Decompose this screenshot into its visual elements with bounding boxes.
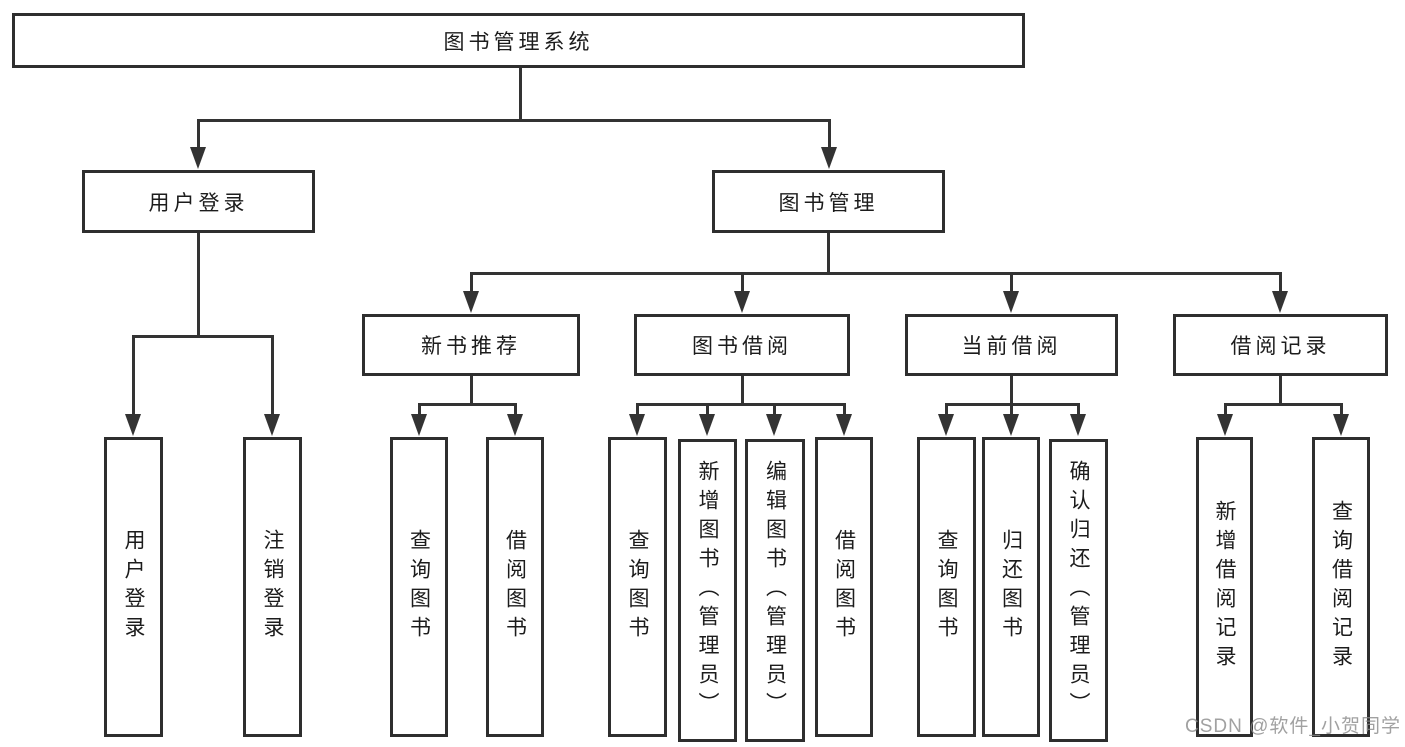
connector-line [842,404,846,416]
leaf-add-books-admin: 新增图书（管理员） [678,439,737,742]
leaf-search-books-current: 查询图书 [917,437,976,737]
connector-line [518,68,522,121]
leaf-borrow-books-recommend: 借阅图书 [486,437,544,737]
connector-arrowhead [463,291,479,313]
leaf-search-books-borrowing: 查询图书 [608,437,667,737]
leaf-add-borrow-record: 新增借阅记录 [1196,437,1253,737]
leaf-user-login: 用户登录 [104,437,163,737]
connector-line [944,404,948,416]
connector-line [1009,376,1013,406]
connector-arrowhead [766,414,782,436]
connector-arrowhead [125,414,141,436]
connector-arrowhead [190,147,206,169]
connector-arrowhead [699,414,715,436]
connector-arrowhead [1003,414,1019,436]
connector-line [827,120,831,149]
node-user-login: 用户登录 [82,170,315,233]
connector-line [131,336,135,416]
connector-arrowhead [1217,414,1233,436]
connector-arrowhead [938,414,954,436]
connector-line [1339,404,1343,416]
leaf-edit-books-admin: 编辑图书（管理员） [745,439,805,742]
connector-line [635,402,846,406]
node-library-management-system: 图书管理系统 [12,13,1025,68]
connector-line [131,334,274,338]
connector-line [196,233,200,337]
connector-arrowhead [629,414,645,436]
connector-line [417,404,421,416]
connector-line [635,404,639,416]
connector-line [740,273,744,293]
node-borrowing-records: 借阅记录 [1173,314,1388,376]
leaf-search-borrow-record: 查询借阅记录 [1312,437,1370,737]
connector-line [772,404,776,416]
connector-arrowhead [507,414,523,436]
connector-line [1278,273,1282,293]
leaf-search-books-recommend: 查询图书 [390,437,448,737]
connector-arrowhead [1333,414,1349,436]
connector-arrowhead [734,291,750,313]
leaf-borrow-books-borrowing: 借阅图书 [815,437,873,737]
connector-line [1223,404,1227,416]
connector-line [705,404,709,416]
connector-line [469,273,473,293]
connector-line [1009,404,1013,416]
connector-line [469,271,1282,275]
connector-line [469,376,473,406]
connector-line [513,404,517,416]
connector-arrowhead [1272,291,1288,313]
connector-line [196,118,831,122]
connector-line [1278,376,1282,406]
leaf-logout: 注销登录 [243,437,302,737]
connector-line [196,120,200,149]
connector-arrowhead [836,414,852,436]
connector-arrowhead [264,414,280,436]
connector-arrowhead [1070,414,1086,436]
connector-arrowhead [411,414,427,436]
connector-arrowhead [821,147,837,169]
connector-line [1223,402,1343,406]
connector-line [740,376,744,406]
connector-line [270,336,274,416]
node-current-borrowing: 当前借阅 [905,314,1118,376]
connector-line [417,402,517,406]
leaf-return-books: 归还图书 [982,437,1040,737]
leaf-confirm-return-admin: 确认归还（管理员） [1049,439,1108,742]
connector-line [1076,404,1080,416]
node-book-management: 图书管理 [712,170,945,233]
connector-line [826,233,830,274]
connector-arrowhead [1003,291,1019,313]
node-new-book-recommendation: 新书推荐 [362,314,580,376]
node-book-borrowing: 图书借阅 [634,314,850,376]
watermark-text: CSDN @软件_小贺同学 [1185,716,1401,737]
connector-line [1009,273,1013,293]
